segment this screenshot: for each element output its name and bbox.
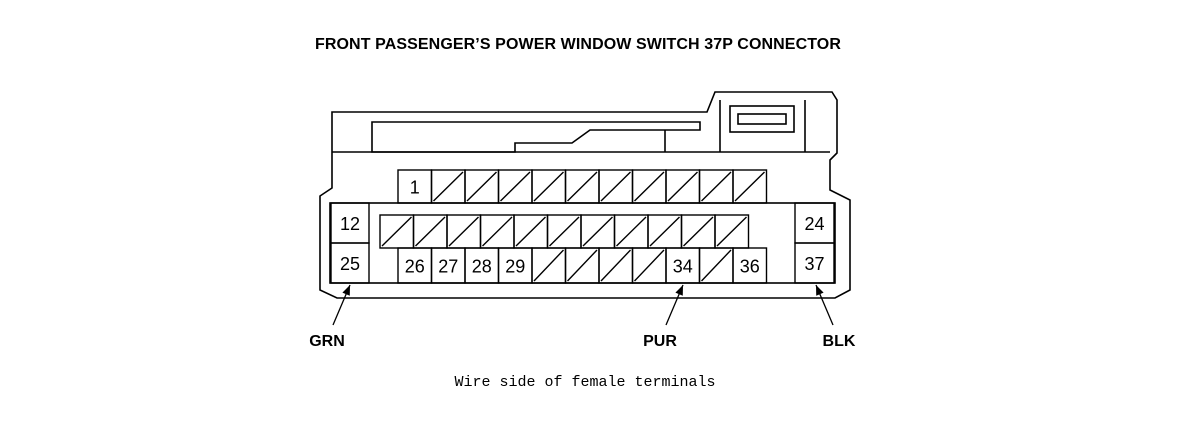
pin-cavity bbox=[598, 247, 634, 284]
unused-pin-hatch bbox=[448, 216, 479, 247]
unused-pin-hatch bbox=[700, 249, 732, 282]
pin-label: 28 bbox=[472, 257, 492, 277]
unused-pin-hatch bbox=[533, 171, 564, 202]
pin-cavity bbox=[613, 214, 649, 249]
pin-cavity bbox=[513, 214, 549, 249]
pin-label: 26 bbox=[405, 257, 425, 277]
pin-label: 37 bbox=[804, 254, 824, 274]
pin-cavity bbox=[598, 169, 634, 204]
wire-color-label: PUR bbox=[643, 333, 677, 350]
pin-cavity: 29 bbox=[497, 247, 533, 284]
pin-label: 29 bbox=[505, 257, 525, 277]
wire-callout: PUR bbox=[643, 284, 684, 350]
unused-pin-hatch bbox=[515, 216, 546, 247]
pin-cavity bbox=[665, 169, 701, 204]
pin-cavity bbox=[430, 169, 466, 204]
pin-cavity: 28 bbox=[464, 247, 500, 284]
wire-callout: GRN bbox=[309, 284, 351, 350]
unused-pin-hatch bbox=[649, 216, 680, 247]
unused-pin-hatch bbox=[549, 216, 580, 247]
pin-cavity bbox=[546, 214, 582, 249]
unused-pin-hatch bbox=[633, 249, 665, 282]
unused-pin-hatch bbox=[482, 216, 513, 247]
pin-cavity: 36 bbox=[732, 247, 768, 284]
pin-cavity bbox=[647, 214, 683, 249]
unused-pin-hatch bbox=[701, 171, 732, 202]
unused-pin-hatch bbox=[600, 171, 631, 202]
pin-label: 25 bbox=[340, 254, 360, 274]
unused-pin-hatch bbox=[667, 171, 698, 202]
pin-cavity bbox=[564, 169, 600, 204]
unused-pin-hatch bbox=[466, 171, 497, 202]
pin-cavity bbox=[580, 214, 616, 249]
pin-cavity bbox=[631, 169, 667, 204]
unused-pin-hatch bbox=[433, 171, 464, 202]
pin-label: 24 bbox=[804, 214, 824, 234]
diagram-title: FRONT PASSENGER’S POWER WINDOW SWITCH 37… bbox=[314, 36, 842, 53]
pin-cavity bbox=[698, 247, 734, 284]
pin-label: 1 bbox=[410, 178, 420, 198]
unused-pin-hatch bbox=[634, 171, 665, 202]
unused-pin-hatch bbox=[500, 171, 531, 202]
pin-cavity bbox=[631, 247, 667, 284]
wire-callout: BLK bbox=[815, 284, 856, 350]
pin-cavity bbox=[379, 214, 415, 249]
unused-pin-hatch bbox=[734, 171, 765, 202]
pin-cavity bbox=[698, 169, 734, 204]
unused-pin-hatch bbox=[683, 216, 714, 247]
pin-label: 36 bbox=[740, 257, 760, 277]
unused-pin-hatch bbox=[582, 216, 613, 247]
pin-cavity bbox=[732, 169, 768, 204]
unused-pin-hatch bbox=[381, 216, 412, 247]
unused-pin-hatch bbox=[566, 249, 598, 282]
pin-cavity: 12 bbox=[330, 202, 370, 244]
unused-pin-hatch bbox=[600, 249, 632, 282]
pin-cavity: 24 bbox=[794, 202, 835, 244]
arrowhead bbox=[816, 285, 824, 296]
pin-cavity: 25 bbox=[330, 242, 370, 284]
pin-cavity bbox=[531, 247, 567, 284]
wire-color-label: GRN bbox=[309, 333, 345, 350]
connector-latch bbox=[371, 121, 701, 153]
caption: Wire side of female terminals bbox=[454, 374, 716, 391]
arrowhead bbox=[342, 285, 350, 296]
pin-cavity bbox=[714, 214, 750, 249]
pin-cavity: 34 bbox=[665, 247, 701, 284]
pin-cavity bbox=[464, 169, 500, 204]
pin-label: 27 bbox=[438, 257, 458, 277]
pin-cavity: 27 bbox=[430, 247, 466, 284]
unused-pin-hatch bbox=[716, 216, 747, 247]
pin-cavity bbox=[680, 214, 716, 249]
lock-tab bbox=[729, 105, 795, 133]
pin-cavity: 1 bbox=[397, 169, 433, 204]
pin-cavity bbox=[497, 169, 533, 204]
unused-pin-hatch bbox=[533, 249, 565, 282]
arrowhead bbox=[675, 285, 683, 296]
wire-color-label: BLK bbox=[823, 333, 856, 350]
pin-label: 12 bbox=[340, 214, 360, 234]
pin-cavity bbox=[412, 214, 448, 249]
unused-pin-hatch bbox=[567, 171, 598, 202]
pin-cavity bbox=[479, 214, 515, 249]
pin-cavity bbox=[564, 247, 600, 284]
pin-cavity: 37 bbox=[794, 242, 835, 284]
pin-cavity bbox=[446, 214, 482, 249]
unused-pin-hatch bbox=[415, 216, 446, 247]
connector-housing bbox=[319, 91, 851, 299]
unused-pin-hatch bbox=[616, 216, 647, 247]
pin-cavity: 26 bbox=[397, 247, 433, 284]
pin-label: 34 bbox=[673, 257, 693, 277]
pin-cavity bbox=[531, 169, 567, 204]
